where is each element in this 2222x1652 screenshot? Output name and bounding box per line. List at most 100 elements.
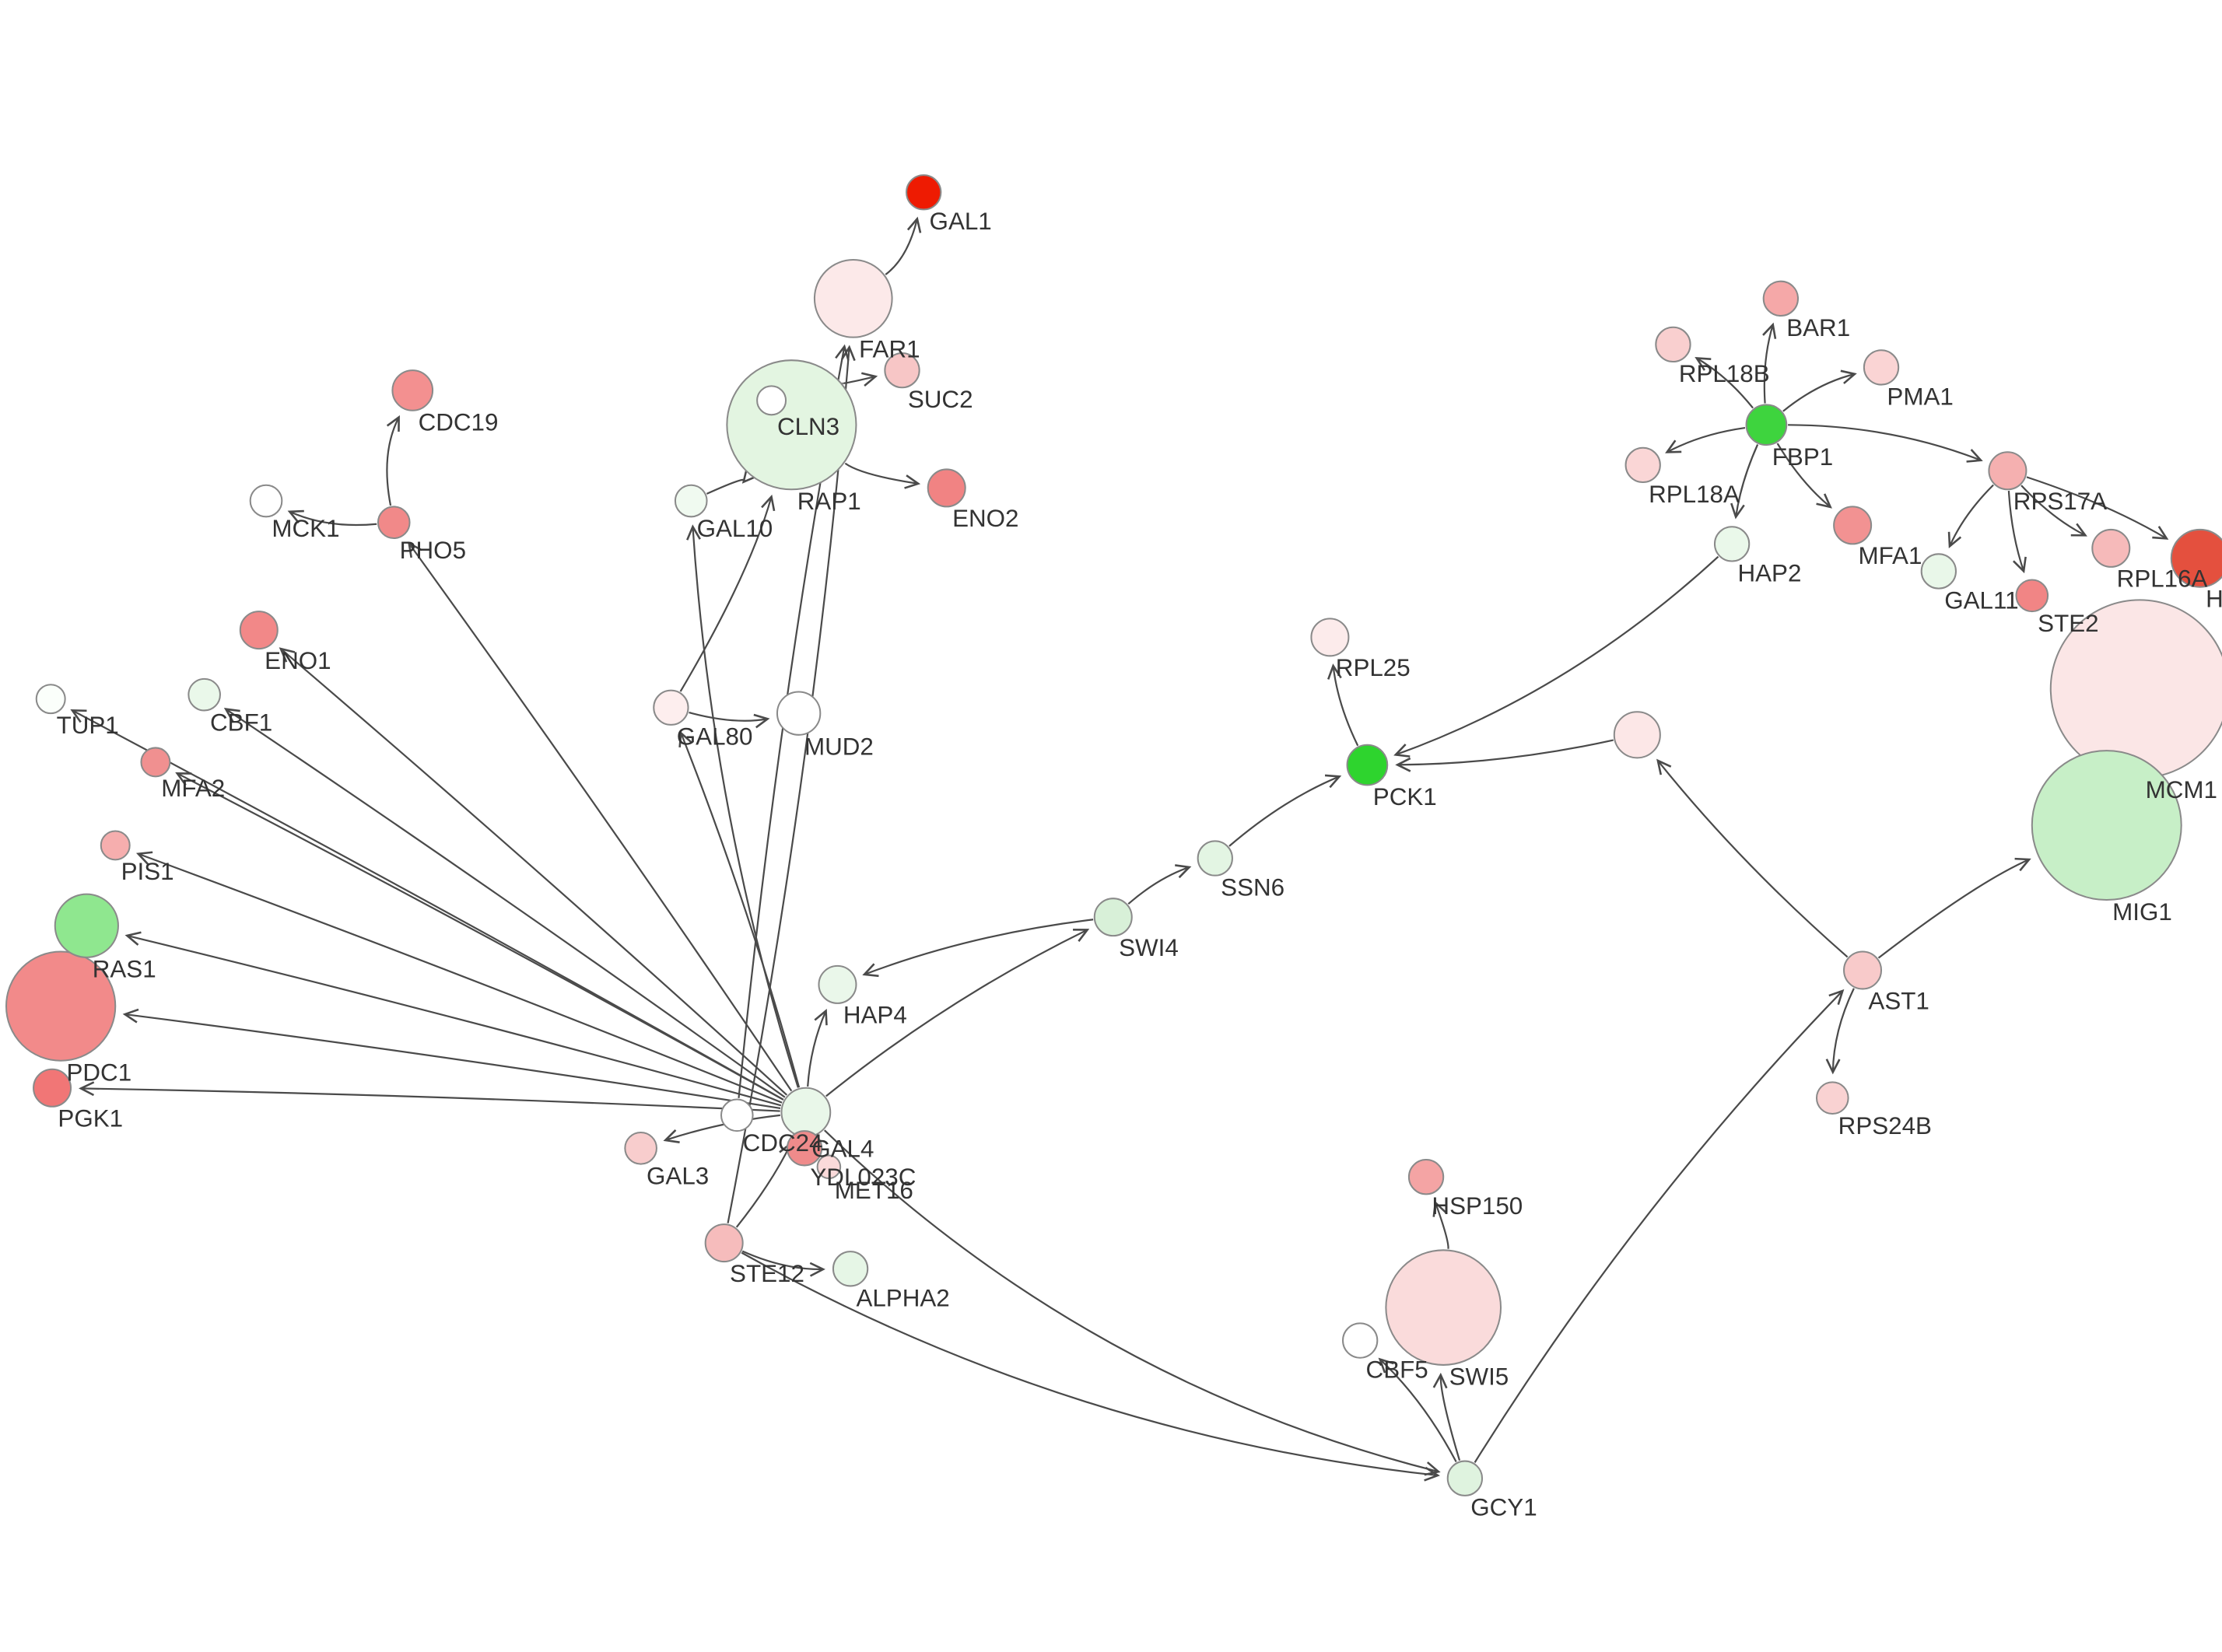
edge-PHO5-MCK1[interactable] bbox=[287, 509, 377, 527]
edge-FBP1-RPL18B[interactable] bbox=[1695, 357, 1754, 409]
node-SWI5[interactable] bbox=[1385, 1249, 1502, 1366]
node-FAR1[interactable] bbox=[813, 258, 893, 338]
edge-AST1-MIG1[interactable] bbox=[1877, 857, 2031, 959]
edge-GAL4-PHO5[interactable] bbox=[408, 541, 793, 1092]
node-TUP1[interactable] bbox=[35, 684, 66, 715]
edge-GAL4-MFA2[interactable] bbox=[175, 772, 784, 1101]
node-RPL18A[interactable] bbox=[1624, 446, 1661, 484]
node-PCK1[interactable] bbox=[1346, 744, 1389, 786]
node-STE12[interactable] bbox=[704, 1223, 744, 1263]
node-MET16[interactable] bbox=[816, 1154, 842, 1180]
edge-PHO5-CDC19[interactable] bbox=[386, 415, 400, 506]
node-MFA1[interactable] bbox=[1833, 506, 1873, 545]
node-GAL11[interactable] bbox=[1920, 553, 1957, 590]
edge-AST1-RPS24B[interactable] bbox=[1825, 988, 1855, 1075]
node-CBF5[interactable] bbox=[1342, 1322, 1379, 1359]
edge-STE12-FAR1[interactable] bbox=[727, 345, 856, 1223]
node-RPS17A[interactable] bbox=[1988, 451, 2027, 491]
node-PIS1[interactable] bbox=[100, 830, 131, 861]
node-ALPHA2[interactable] bbox=[832, 1251, 869, 1287]
edge-GAL4-RAS1[interactable] bbox=[124, 931, 782, 1107]
node-GAL1[interactable] bbox=[906, 174, 942, 211]
edge-GAL80-MUD2[interactable] bbox=[689, 711, 770, 729]
node-CDC24[interactable] bbox=[720, 1098, 754, 1132]
edge-GAL4-HAP4[interactable] bbox=[807, 1009, 828, 1087]
node-MCM1[interactable] bbox=[2049, 599, 2222, 779]
node-CLN3[interactable] bbox=[756, 385, 787, 416]
node-HAP4[interactable] bbox=[818, 964, 857, 1004]
node-MFA2[interactable] bbox=[140, 747, 171, 778]
edge-unnamed-PCK1[interactable] bbox=[1395, 739, 1614, 772]
edge-PCK1-RPL25[interactable] bbox=[1327, 663, 1359, 747]
edge-GAL4-ENO1[interactable] bbox=[279, 647, 788, 1096]
node-MUD2[interactable] bbox=[776, 691, 822, 736]
edge-GAL4-GCY1[interactable] bbox=[823, 1129, 1441, 1476]
edge-RPS17A-GAL11[interactable] bbox=[1947, 484, 1994, 549]
node-PHO5[interactable] bbox=[377, 506, 411, 540]
edge-STE12-GCY1[interactable] bbox=[741, 1251, 1440, 1482]
edge-FBP1-RPS17A[interactable] bbox=[1788, 424, 1983, 463]
edge-FBP1-MFA1[interactable] bbox=[1776, 443, 1832, 509]
edge-GAL4-SWI4[interactable] bbox=[825, 929, 1090, 1097]
node-MIG1[interactable] bbox=[2031, 750, 2182, 901]
edge-FBP1-BAR1[interactable] bbox=[1762, 322, 1777, 404]
node-FBP1[interactable] bbox=[1745, 404, 1788, 446]
edge-GAL4-PIS1[interactable] bbox=[135, 851, 783, 1104]
edge-SWI5-HSP150[interactable] bbox=[1432, 1200, 1449, 1249]
node-SUC2[interactable] bbox=[884, 352, 920, 389]
node-CDC19[interactable] bbox=[391, 369, 434, 411]
edge-GAL80-RAP1[interactable] bbox=[679, 494, 776, 692]
node-RPL18B[interactable] bbox=[1655, 326, 1691, 363]
node-HSP150[interactable] bbox=[1407, 1159, 1445, 1195]
edge-GCY1-SWI5[interactable] bbox=[1432, 1372, 1461, 1461]
edge-RAP1-SUC2[interactable] bbox=[841, 372, 878, 387]
node-RPL16A[interactable] bbox=[2091, 528, 2131, 568]
node-GAL80[interactable] bbox=[653, 689, 689, 726]
node-YDL023C[interactable] bbox=[786, 1130, 823, 1167]
node-GAL3[interactable] bbox=[624, 1131, 657, 1165]
edge-GCY1-CBF5[interactable] bbox=[1378, 1357, 1457, 1463]
edge-SWI4-SSN6[interactable] bbox=[1127, 864, 1192, 905]
node-RAS1[interactable] bbox=[54, 893, 119, 958]
node-ENO1[interactable] bbox=[239, 611, 279, 650]
edge-HAP2-PCK1[interactable] bbox=[1393, 555, 1719, 758]
edge-GAL4-PDC1[interactable] bbox=[122, 1008, 781, 1110]
edge-FAR1-GAL1[interactable] bbox=[885, 216, 922, 275]
edge-GAL4-GAL10[interactable] bbox=[686, 524, 799, 1088]
node-PMA1[interactable] bbox=[1863, 349, 1900, 386]
edge-GAL4-GAL3[interactable] bbox=[663, 1114, 780, 1143]
node-RPS24B[interactable] bbox=[1815, 1081, 1849, 1115]
node-SSN6[interactable] bbox=[1197, 840, 1233, 877]
node-PGK1[interactable] bbox=[33, 1068, 72, 1108]
node-PDC1[interactable] bbox=[5, 950, 117, 1062]
edge-SWI4-HAP4[interactable] bbox=[862, 919, 1094, 978]
node-RPL25[interactable] bbox=[1310, 618, 1350, 657]
edge-GAL4-CBF1[interactable] bbox=[223, 708, 786, 1098]
node-HIS4[interactable] bbox=[2170, 528, 2222, 588]
node-BAR1[interactable] bbox=[1762, 280, 1800, 317]
edge-FBP1-HAP2[interactable] bbox=[1730, 444, 1759, 520]
edge-RAP1-ENO2[interactable] bbox=[844, 462, 921, 489]
node-SWI4[interactable] bbox=[1093, 898, 1133, 937]
node-RAP1[interactable] bbox=[726, 359, 857, 491]
edge-SSN6-PCK1[interactable] bbox=[1228, 774, 1342, 847]
node-GAL10[interactable] bbox=[674, 484, 708, 518]
node-STE2[interactable] bbox=[2015, 579, 2049, 613]
node-GCY1[interactable] bbox=[1446, 1460, 1484, 1496]
edge-STE12-ALPHA2[interactable] bbox=[741, 1250, 825, 1277]
node-HAP2[interactable] bbox=[1713, 526, 1751, 562]
edge-AST1-unnamed[interactable] bbox=[1656, 758, 1849, 958]
edge-GAL4-PGK1[interactable] bbox=[79, 1081, 780, 1112]
node-MCK1[interactable] bbox=[249, 484, 283, 518]
edge-STE12-GAL4[interactable] bbox=[735, 1141, 793, 1228]
node-CBF1[interactable] bbox=[188, 677, 221, 712]
node-AST1[interactable] bbox=[1843, 950, 1883, 990]
node-unnamed[interactable] bbox=[1613, 711, 1661, 759]
node-ENO2[interactable] bbox=[927, 468, 966, 508]
edge-RPS17A-RPL16A[interactable] bbox=[2020, 485, 2087, 537]
edge-FBP1-RPL18A[interactable] bbox=[1665, 426, 1746, 453]
edge-RPS17A-STE2[interactable] bbox=[2007, 491, 2027, 574]
edge-GAL10-RAP1[interactable] bbox=[706, 467, 758, 495]
edge-GAL4-GAL80[interactable] bbox=[678, 730, 801, 1088]
